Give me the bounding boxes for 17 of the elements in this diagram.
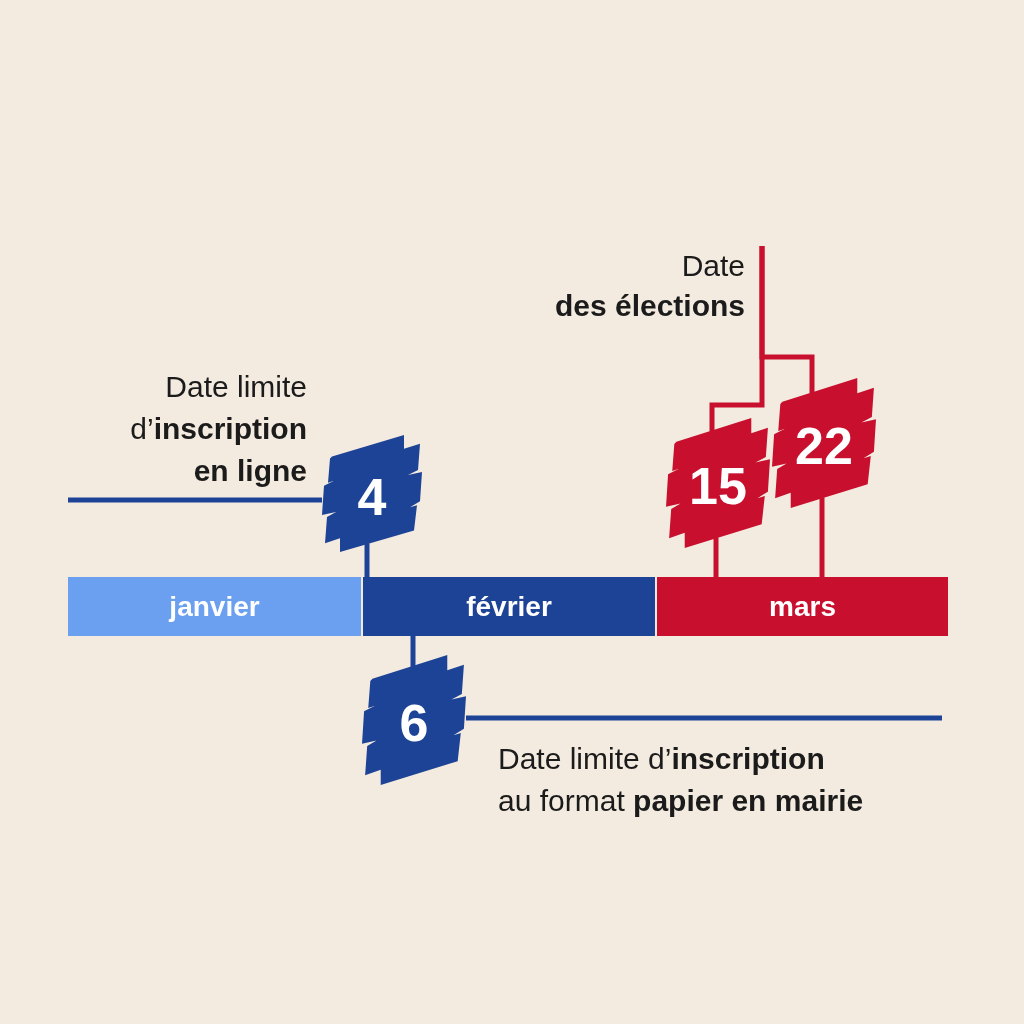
- node-label: Date limite d’inscription en ligne: [129, 369, 307, 489]
- text-label: Date des élections: [500, 246, 764, 330]
- connector-line: [410, 636, 416, 667]
- month-bar: mars: [657, 577, 948, 636]
- date-badge: 4: [322, 435, 422, 552]
- connector-line: [759, 246, 815, 394]
- connector-line: [713, 537, 719, 577]
- month-bar: février: [363, 577, 655, 636]
- node-label: Date limite d’inscription au format papier en mairie: [498, 741, 865, 819]
- month-bar: janvier: [68, 577, 361, 636]
- connector-line: [466, 715, 942, 721]
- connector-line: [364, 543, 370, 577]
- date-badge: 22: [772, 378, 876, 508]
- date-badge: 15: [666, 418, 770, 548]
- connector-line: [819, 497, 825, 577]
- connector-line: [68, 497, 322, 503]
- date-badge: 6: [362, 655, 466, 785]
